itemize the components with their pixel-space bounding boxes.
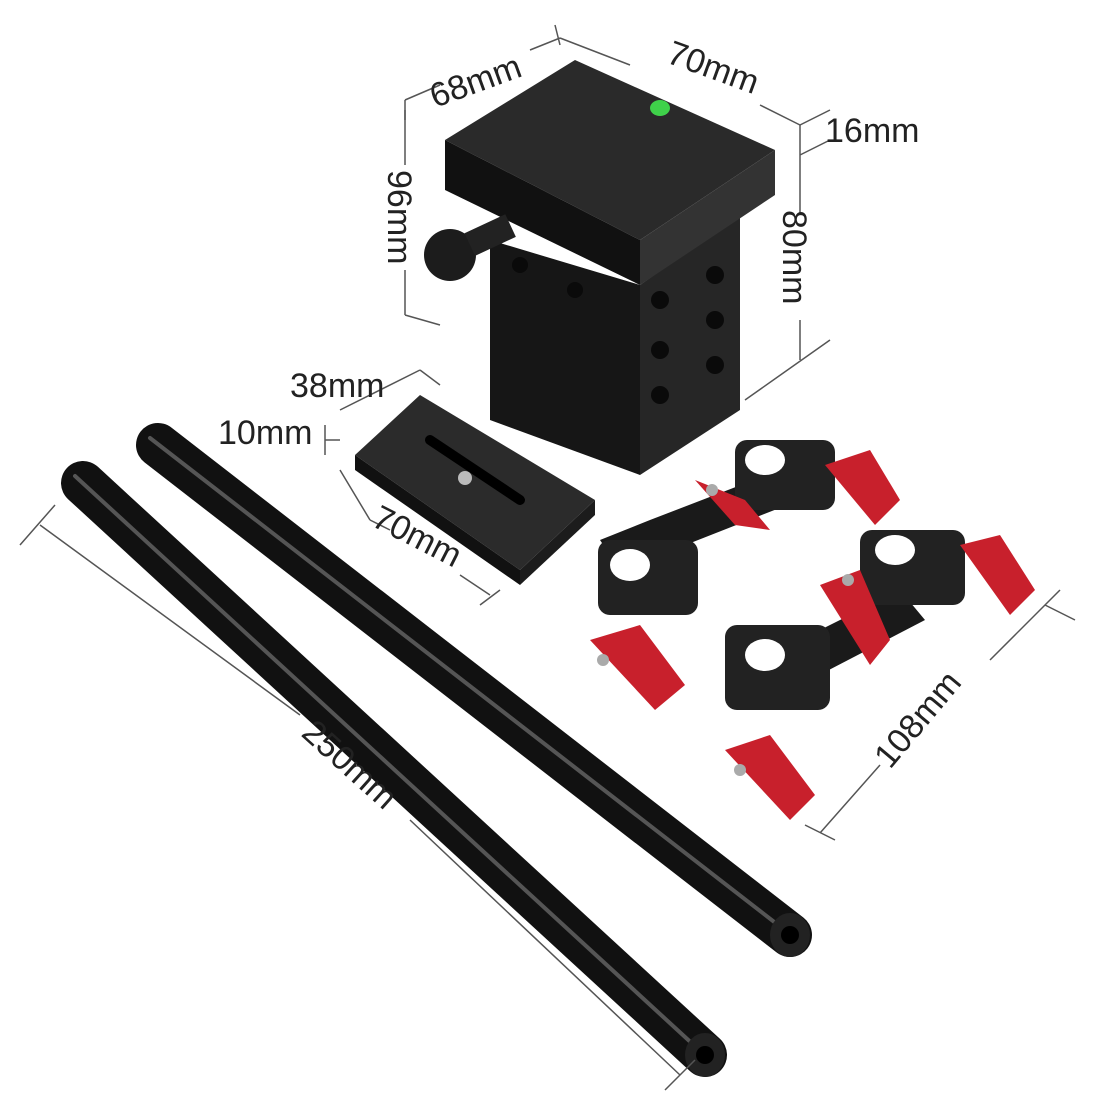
- rod-clamp-lower: [725, 530, 1035, 820]
- label-clamp-length: 108mm: [867, 664, 969, 775]
- label-plate-thickness: 10mm: [218, 414, 312, 452]
- dimension-lines: [19, 24, 1076, 1091]
- rod-front: [61, 461, 727, 1077]
- label-base-body-height: 80mm: [775, 210, 813, 304]
- label-plate-width: 38mm: [290, 367, 384, 405]
- label-base-width: 70mm: [662, 34, 764, 102]
- lever: [725, 735, 815, 820]
- label-base-top-height: 16mm: [825, 112, 919, 150]
- quick-release-plate: [355, 395, 595, 585]
- quick-release-base: [424, 60, 775, 475]
- lever: [590, 625, 685, 710]
- label-base-height: 96mm: [380, 170, 418, 264]
- rod-rear: [136, 423, 812, 957]
- knob: [424, 229, 476, 281]
- lever: [820, 570, 890, 665]
- bubble-level: [650, 100, 670, 116]
- rod-clamp-upper: [590, 440, 900, 710]
- lever: [825, 450, 900, 525]
- lever: [960, 535, 1035, 615]
